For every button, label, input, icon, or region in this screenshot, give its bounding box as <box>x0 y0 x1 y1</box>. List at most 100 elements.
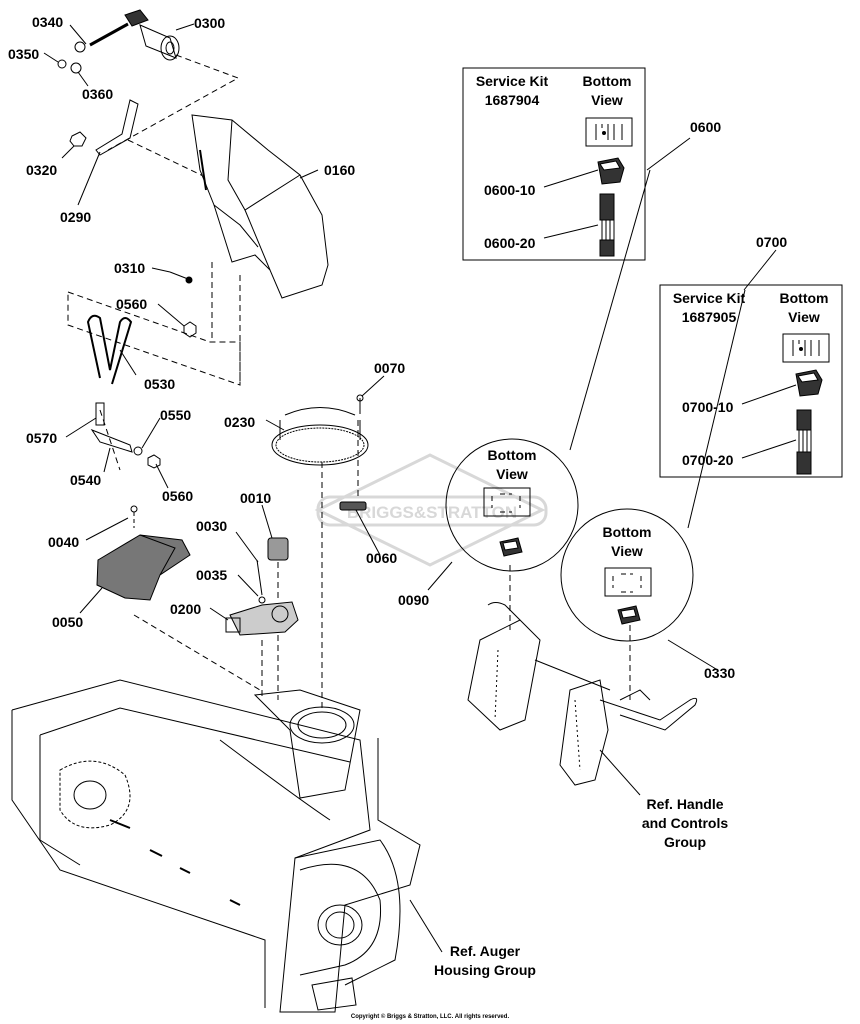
screw-0030 <box>256 559 263 596</box>
screw-0570 <box>95 402 105 426</box>
switch-0090 <box>499 537 523 557</box>
kit1-bottom-line1: Bottom <box>582 73 632 89</box>
screw-0040 <box>130 505 138 528</box>
washer-0035 <box>258 596 266 604</box>
bottom-view-icon-0600 <box>585 117 633 147</box>
kit1-bottom-view-heading: Bottom View <box>572 72 642 110</box>
handle-controls <box>467 602 698 786</box>
label-0560-upper: 0560 <box>116 296 148 312</box>
label-0530: 0530 <box>144 376 176 392</box>
kit2-service-kit-line1: Service Kit <box>672 290 746 306</box>
cover-0050 <box>96 534 191 601</box>
leader-lines <box>43 23 797 953</box>
kit1-service-kit-heading: Service Kit 1687904 <box>466 72 558 110</box>
nut-0560-upper <box>183 321 197 338</box>
label-0030: 0030 <box>196 518 228 534</box>
label-0600: 0600 <box>690 119 722 135</box>
washer-0360 <box>70 62 82 74</box>
chute-0160 <box>191 114 329 299</box>
bottom-view-callout-0090 <box>445 438 579 572</box>
service-kit-box-1687905 <box>659 284 843 478</box>
label-0050: 0050 <box>52 614 84 630</box>
ref-auger-housing-group: Ref. Auger Housing Group <box>415 942 555 980</box>
bracket-0290 <box>95 99 139 156</box>
callout2-heading: Bottom View <box>587 523 667 561</box>
label-0060: 0060 <box>366 550 398 566</box>
label-0600-20: 0600-20 <box>484 235 536 251</box>
label-0300: 0300 <box>194 15 226 31</box>
screw-0310 <box>169 271 193 284</box>
label-0200: 0200 <box>170 601 202 617</box>
label-0540: 0540 <box>70 472 102 488</box>
label-0560-lower: 0560 <box>162 488 194 504</box>
switch-0600-10 <box>597 157 625 185</box>
label-0035: 0035 <box>196 567 228 583</box>
label-0340: 0340 <box>32 14 64 30</box>
label-0550: 0550 <box>160 407 192 423</box>
ref-auger-line1: Ref. Auger <box>449 943 521 959</box>
kit2-bottom-view-heading: Bottom View <box>769 289 839 327</box>
kit1-service-kit-number: 1687904 <box>484 92 540 108</box>
label-0700-10: 0700-10 <box>682 399 734 415</box>
washer-0340 <box>74 41 86 53</box>
watermark-text: BRIGGS&STRATTON <box>347 503 517 522</box>
bottom-view-icon-0330 <box>604 567 652 597</box>
ref-handle-line1: Ref. Handle <box>646 796 724 812</box>
callout1-line2: View <box>496 466 528 482</box>
kit1-bottom-line2: View <box>591 92 623 108</box>
callout2-line2: View <box>611 543 643 559</box>
label-0070: 0070 <box>374 360 406 376</box>
knob-0010 <box>267 537 289 561</box>
nut-0320 <box>69 131 87 147</box>
bottom-view-callout-0330 <box>560 508 694 642</box>
gearbox-0200 <box>225 601 299 636</box>
label-0350: 0350 <box>8 46 40 62</box>
bracket-0540 <box>90 428 133 453</box>
spacer-0550 <box>133 446 143 456</box>
screw-0070 <box>356 394 364 414</box>
label-0600-10: 0600-10 <box>484 182 536 198</box>
kit2-bottom-line1: Bottom <box>779 290 829 306</box>
bottom-view-icon-0090 <box>483 487 531 517</box>
callout1-line1: Bottom <box>487 447 537 463</box>
label-0290: 0290 <box>60 209 92 225</box>
bottom-view-icon-0700 <box>782 333 830 363</box>
switch-0330 <box>617 605 641 625</box>
label-0160: 0160 <box>324 162 356 178</box>
callout2-line1: Bottom <box>602 524 652 540</box>
switch-0700-10 <box>795 369 823 397</box>
harness-0600-20 <box>599 193 615 257</box>
kit2-bottom-line2: View <box>788 309 820 325</box>
motor-0300 <box>89 9 180 61</box>
label-0310: 0310 <box>114 260 146 276</box>
auger-housing <box>11 679 421 1013</box>
ref-handle-controls-group: Ref. Handle and Controls Group <box>620 795 750 852</box>
clip-0060 <box>339 501 367 511</box>
service-kit-box-1687904 <box>462 67 646 261</box>
label-0040: 0040 <box>48 534 80 550</box>
ref-handle-line2: and Controls <box>641 815 729 831</box>
label-0360: 0360 <box>82 86 114 102</box>
label-0230: 0230 <box>224 414 256 430</box>
watermark-logo <box>314 453 548 567</box>
ref-handle-line3: Group <box>664 834 706 850</box>
label-0320: 0320 <box>26 162 58 178</box>
wire-0530 <box>86 314 133 385</box>
label-0570: 0570 <box>26 430 58 446</box>
callout1-heading: Bottom View <box>472 446 552 484</box>
kit2-service-kit-heading: Service Kit 1687905 <box>663 289 755 327</box>
copyright-notice: Copyright © Briggs & Stratton, LLC. All … <box>350 1014 510 1020</box>
label-0090: 0090 <box>398 592 430 608</box>
kit1-service-kit-line1: Service Kit <box>475 73 549 89</box>
ring-gear-0230 <box>271 407 369 466</box>
nut-0560-lower <box>147 454 161 469</box>
label-0010: 0010 <box>240 490 272 506</box>
label-0330: 0330 <box>704 665 736 681</box>
label-0700: 0700 <box>756 234 788 250</box>
nut-0350 <box>57 59 67 69</box>
ref-auger-line2: Housing Group <box>434 962 536 978</box>
harness-0700-20 <box>796 409 812 475</box>
kit2-service-kit-number: 1687905 <box>681 309 737 325</box>
label-0700-20: 0700-20 <box>682 452 734 468</box>
